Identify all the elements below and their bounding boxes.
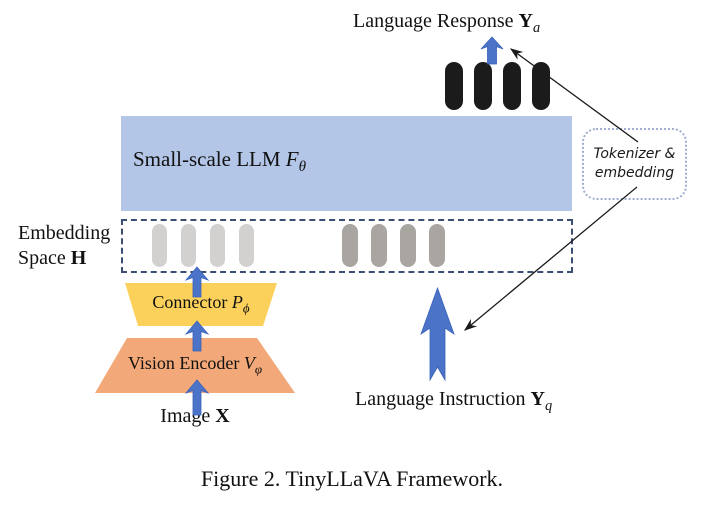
llm-sub: θ [298, 159, 307, 176]
vision-encoder-var: V [243, 353, 255, 374]
language-response-var: Y [518, 10, 533, 32]
token-pill [445, 62, 463, 110]
vision-encoder-label-text: Vision Encoder [127, 353, 240, 374]
token-pill [400, 224, 416, 267]
embedding-space-label: Embedding Space H [18, 221, 110, 271]
language-response-label: Language Response Ya [353, 10, 540, 37]
tokenizer-line2: embedding [594, 165, 675, 181]
token-pill [152, 224, 167, 267]
token-pill [503, 62, 521, 110]
token-pill [474, 62, 492, 110]
language-instruction-sub: q [544, 398, 553, 414]
embedding-label-line2: Space H [18, 246, 110, 271]
language-instruction-label: Language Instruction Yq [355, 388, 552, 415]
response-up-arrow-icon [480, 36, 504, 65]
connector-label: Connector Pϕ [152, 292, 249, 317]
embedding-var: H [70, 247, 87, 269]
connector-sub: ϕ [242, 300, 250, 316]
vision-token-row [152, 224, 254, 267]
image-label-text: Image [160, 405, 211, 427]
llm-box: Small-scale LLM Fθ [121, 116, 572, 211]
llm-var: F [285, 147, 299, 171]
language-response-sub: a [532, 20, 541, 36]
language-response-text: Language Response [353, 10, 514, 32]
token-pill [371, 224, 387, 267]
token-pill [210, 224, 225, 267]
image-label: Image X [115, 405, 275, 428]
token-pill [239, 224, 254, 267]
llm-label: Small-scale LLM Fθ [133, 147, 306, 176]
embedding-label-line1: Embedding [18, 222, 111, 244]
token-pill [532, 62, 550, 110]
embedding-label-space: Space [18, 247, 66, 269]
language-instruction-var: Y [530, 388, 545, 410]
vision-encoder-sub: φ [254, 361, 263, 377]
connector-var: P [231, 292, 243, 313]
llm-label-text: Small-scale LLM [133, 147, 281, 171]
tokenizer-embedding-box: Tokenizer & embedding [582, 128, 687, 200]
token-pill [429, 224, 445, 267]
connector-label-text: Connector [152, 292, 228, 313]
token-pill [342, 224, 358, 267]
text-token-row [342, 224, 445, 267]
instruction-up-arrow-icon [420, 286, 455, 382]
tokenizer-line1: Tokenizer & [593, 146, 676, 162]
language-instruction-text: Language Instruction [355, 388, 526, 410]
figure-caption: Figure 2. TinyLLaVA Framework. [200, 466, 504, 491]
response-token-row [445, 62, 550, 110]
vision-encoder-block: Vision Encoder Vφ [95, 338, 295, 393]
vision-encoder-label: Vision Encoder Vφ [128, 353, 262, 378]
token-pill [181, 224, 196, 267]
connector-block: Connector Pϕ [125, 283, 277, 326]
image-var: X [215, 405, 230, 427]
